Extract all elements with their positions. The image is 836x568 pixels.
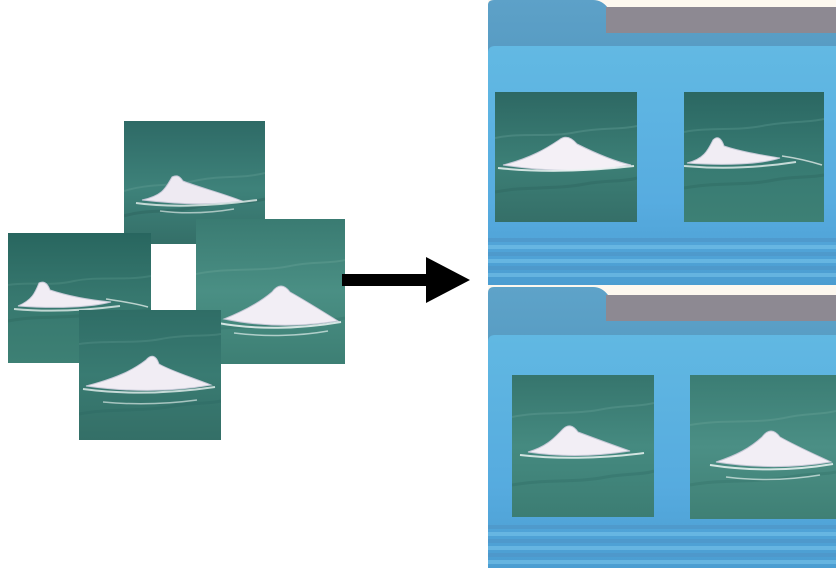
folder-bottom-photo-left xyxy=(512,375,654,517)
folder-top-photo-left xyxy=(495,92,637,222)
folder-bottom-photo-right-svg xyxy=(690,375,836,519)
folder-bottom-photo-left-svg xyxy=(512,375,654,517)
folder-top-photo-right-svg xyxy=(684,92,824,222)
folder-bottom xyxy=(488,287,836,568)
dolphin-photo-top xyxy=(124,121,265,244)
dolphin-photo-bottom-svg xyxy=(79,310,221,440)
missing-tile xyxy=(151,262,196,309)
folder-top xyxy=(488,0,836,285)
folder-bottom-photo-right xyxy=(690,375,836,519)
dolphin-photo-right xyxy=(196,219,345,364)
dolphin-photo-bottom xyxy=(79,310,221,440)
folder-top-photo-left-svg xyxy=(495,92,637,222)
right-arrow-icon xyxy=(342,257,470,303)
folder-top-photo-right xyxy=(684,92,824,222)
